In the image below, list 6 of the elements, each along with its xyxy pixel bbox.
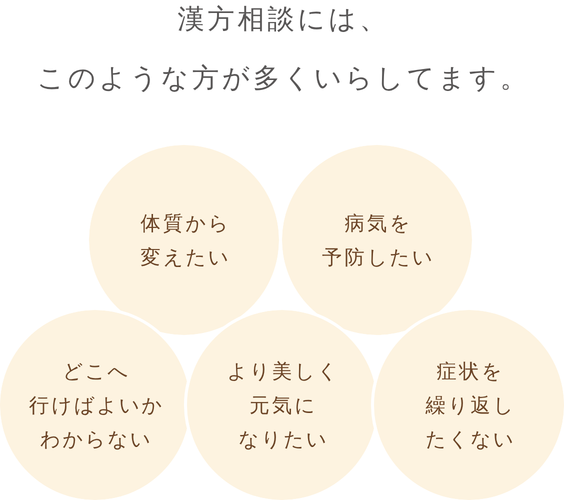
- concern-text: より美しく元気になりたい: [226, 358, 340, 453]
- concern-text: 症状を繰り返したくない: [424, 358, 516, 453]
- heading: 漢方相談には、このような方が多くいらしてます。: [36, 3, 530, 96]
- concern-text: どこへ行けばよいかわからない: [28, 358, 164, 453]
- concern-text: 体質から変えたい: [139, 210, 230, 271]
- concern-text: 病気を予防したい: [321, 210, 434, 271]
